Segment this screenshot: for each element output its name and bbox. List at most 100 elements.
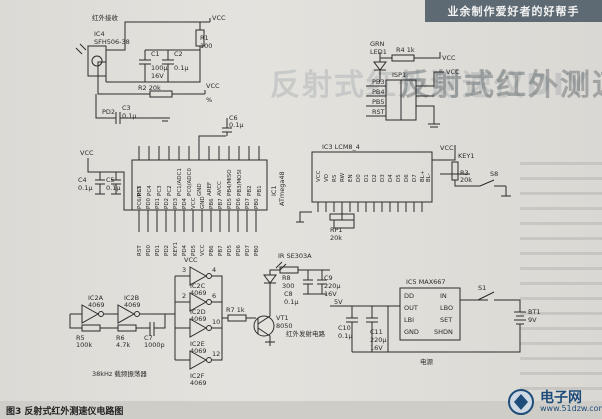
label-c10-val: 0.1μ bbox=[338, 332, 352, 340]
ic3-pin-10: D4 bbox=[388, 174, 394, 182]
label-ic5: IC5 MAX667 bbox=[406, 278, 446, 286]
label-pb4: PB4 bbox=[372, 88, 385, 96]
label-ic2b: IC2B bbox=[124, 294, 139, 302]
label-ic2b-part: 4069 bbox=[124, 301, 141, 309]
ic1-bottom-labels: PC6/RST PD0 PD1 PD2 PD3 PD4 VCC GND PB6 … bbox=[137, 185, 260, 209]
label-5v: 5V bbox=[334, 298, 343, 306]
label-c1: C1 bbox=[151, 50, 160, 58]
label-pb3: PB3 bbox=[372, 78, 385, 86]
label-pb5: PB5 bbox=[372, 98, 385, 106]
label-ic5-lbi: LBI bbox=[404, 316, 414, 324]
label-r4: R4 1k bbox=[396, 46, 415, 54]
ic4-lens bbox=[91, 55, 103, 67]
ic3-pin-15: BL- bbox=[426, 173, 432, 182]
label-c9-v: 16V bbox=[324, 290, 337, 298]
label-c4-val: 0.1μ bbox=[78, 184, 92, 192]
label-rp1: RP1 bbox=[330, 226, 343, 234]
label-c1-val: 100μ bbox=[151, 64, 168, 72]
label-ic3: IC3 LCM8_4 bbox=[322, 143, 360, 151]
article-text-column bbox=[520, 150, 602, 390]
label-ic5-lbo: LBO bbox=[440, 304, 453, 312]
ic1-net-labels: RST PD0 PD1 PD2 KEY1 PD4 PD5 VCC PB6 PB7… bbox=[137, 242, 260, 256]
ic1-pin-top-4: PC2 bbox=[167, 185, 173, 196]
figure-caption: 图3 反射式红外测速仪电路图 bbox=[0, 401, 602, 419]
label-ir-part: IR SE303A bbox=[278, 252, 312, 260]
label-r1-val: 100 bbox=[200, 42, 212, 50]
wire-vcc-top bbox=[106, 21, 210, 51]
label-r5-val: 100k bbox=[76, 341, 92, 349]
ic1-pin-top-6: PC0/ADC0 bbox=[187, 168, 193, 196]
label-pin-4: 4 bbox=[212, 266, 216, 274]
ic1-net-14: PB0 bbox=[254, 245, 260, 256]
label-ic2f-part: 4069 bbox=[190, 379, 207, 387]
ic4-body bbox=[87, 45, 107, 77]
label-ir-emit: 红外发射电路 bbox=[286, 329, 326, 338]
site-logo: 电子网 www.51dzw.com bbox=[506, 387, 602, 417]
led1-symbol bbox=[373, 61, 387, 71]
label-r8-val: 300 bbox=[282, 282, 294, 290]
label-vcc-4: VCC bbox=[446, 68, 460, 76]
label-pin-12: 12 bbox=[212, 350, 220, 358]
label-ic5-gnd: GND bbox=[404, 328, 419, 336]
label-ic5-shdn: SHDN bbox=[434, 328, 453, 336]
ic1-net-11: PD5 bbox=[227, 244, 233, 256]
label-c9: C9 bbox=[324, 274, 333, 282]
ic1-net-10: PB7 bbox=[218, 245, 224, 256]
label-r3: R3 bbox=[460, 169, 469, 177]
ic1-pin-top-11: PB3/MOSI bbox=[237, 169, 243, 196]
label-ic4-part: SFH506-38 bbox=[94, 38, 130, 46]
ic1-pin-bot-4: PD2 bbox=[164, 198, 170, 209]
ic3-pin-labels: VCC VO RS RW EN D0 D1 D2 D3 D4 D5 D6 D7 … bbox=[316, 170, 432, 182]
label-c2-val: 0.1μ bbox=[174, 64, 188, 72]
ic1-pin-top-3: PC3 bbox=[157, 185, 163, 196]
label-pd2: PD2 bbox=[102, 108, 115, 116]
ic1-pin-bot-1: PC6/RST bbox=[137, 185, 143, 209]
label-ic5-out: OUT bbox=[404, 304, 418, 312]
label-c7: C7 bbox=[144, 334, 153, 342]
label-r6: R6 bbox=[116, 334, 125, 342]
ic3-pin-6: D0 bbox=[356, 174, 362, 182]
ic1-top-labels: PC5 PC4 PC3 PC2 PC1/ADC1 PC0/ADC0 GND AR… bbox=[137, 168, 263, 196]
label-ic2d-part: 4069 bbox=[190, 315, 207, 323]
label-ic1: IC1 bbox=[270, 185, 278, 196]
label-c6: C6 bbox=[229, 114, 238, 122]
label-ic2c: IC2C bbox=[190, 282, 206, 290]
label-vcc-3: VCC bbox=[442, 54, 456, 62]
label-ic1-part: ATmega48 bbox=[278, 171, 286, 206]
label-vt1: VT1 bbox=[276, 314, 289, 322]
label-ic2e: IC2E bbox=[190, 340, 205, 348]
label-ic2f: IC2F bbox=[190, 372, 205, 380]
r3 bbox=[451, 161, 459, 181]
ic1-pin-bot-2: PD0 bbox=[146, 197, 152, 209]
label-isp1: ISP1 bbox=[392, 71, 406, 79]
label-key1: KEY1 bbox=[458, 152, 474, 160]
ic1-net-1: RST bbox=[137, 245, 143, 256]
label-r2: R2 20k bbox=[138, 84, 161, 92]
label-r6-val: 4.7k bbox=[116, 341, 130, 349]
label-pin-6: 6 bbox=[212, 292, 216, 300]
label-bt1-val: 9V bbox=[528, 316, 537, 324]
ic1-net-9: PB6 bbox=[209, 245, 215, 256]
label-r7: R7 1k bbox=[226, 306, 245, 314]
label-percent: % bbox=[206, 96, 212, 104]
ic1-pin-top-2: PC4 bbox=[147, 185, 153, 196]
ic1-pin-top-10: PB4/MISO bbox=[227, 169, 233, 196]
vt1-transistor bbox=[253, 315, 275, 337]
ic1-pin-bot-7: VCC bbox=[191, 197, 197, 209]
label-s1: S1 bbox=[478, 284, 486, 292]
s1-switch bbox=[477, 291, 521, 312]
ic1-net-2: PD0 bbox=[146, 244, 152, 256]
ic1-pin-bot-5: PD3 bbox=[173, 197, 179, 209]
label-s8: S8 bbox=[490, 170, 498, 178]
label-r3-val: 20k bbox=[460, 176, 472, 184]
label-vcc-1: VCC bbox=[212, 14, 226, 22]
label-ic5-in: IN bbox=[440, 292, 447, 300]
label-c4: C4 bbox=[78, 176, 87, 184]
logo-mark-icon bbox=[508, 389, 534, 415]
label-ic5-set: SET bbox=[440, 316, 452, 324]
ic1-pin-bot-3: PD1 bbox=[155, 198, 161, 209]
label-isp-rst: RST bbox=[372, 108, 385, 116]
ir-led bbox=[263, 274, 277, 284]
